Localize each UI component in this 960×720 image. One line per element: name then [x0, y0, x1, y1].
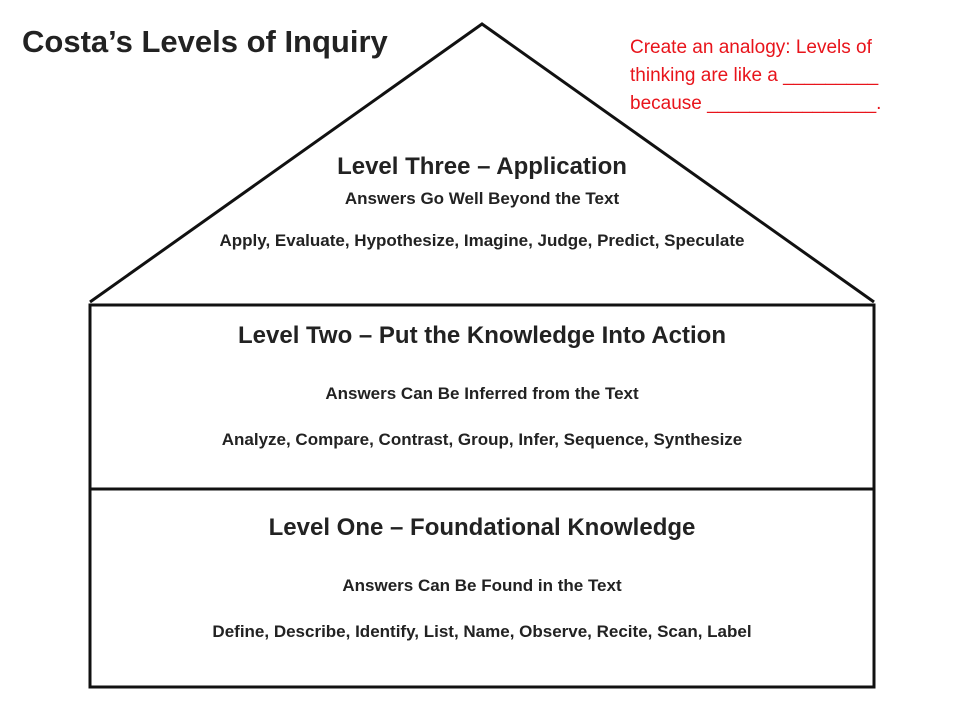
analogy-prompt-line: because ________________.	[630, 93, 882, 114]
analogy-prompt-line: thinking are like a _________	[630, 65, 879, 86]
house-body-outline	[88, 303, 876, 689]
level-three-roof: Level Three – Application Answers Go Wel…	[90, 152, 874, 252]
analogy-prompt-line: Create an analogy: Levels of	[630, 37, 872, 58]
analogy-prompt: Create an analogy: Levels of thinking ar…	[630, 34, 950, 118]
level-three-heading: Level Three – Application	[337, 153, 627, 180]
level-three-answers: Answers Go Well Beyond the Text	[344, 189, 620, 208]
roof-outline	[89, 22, 875, 304]
level-two-verbs: Analyze, Compare, Contrast, Group, Infer…	[221, 430, 743, 449]
level-two-floor: Level Two – Put the Knowledge Into Actio…	[90, 321, 874, 451]
level-one-verbs: Define, Describe, Identify, List, Name, …	[212, 622, 752, 641]
level-one-heading: Level One – Foundational Knowledge	[268, 514, 696, 541]
level-three-verbs: Apply, Evaluate, Hypothesize, Imagine, J…	[219, 231, 745, 250]
level-two-heading: Level Two – Put the Knowledge Into Actio…	[237, 322, 726, 349]
level-two-answers: Answers Can Be Inferred from the Text	[325, 384, 639, 403]
level-one-floor: Level One – Foundational Knowledge Answe…	[90, 513, 874, 643]
level-one-answers: Answers Can Be Found in the Text	[342, 576, 622, 595]
page-title: Costa’s Levels of Inquiry	[22, 24, 388, 59]
